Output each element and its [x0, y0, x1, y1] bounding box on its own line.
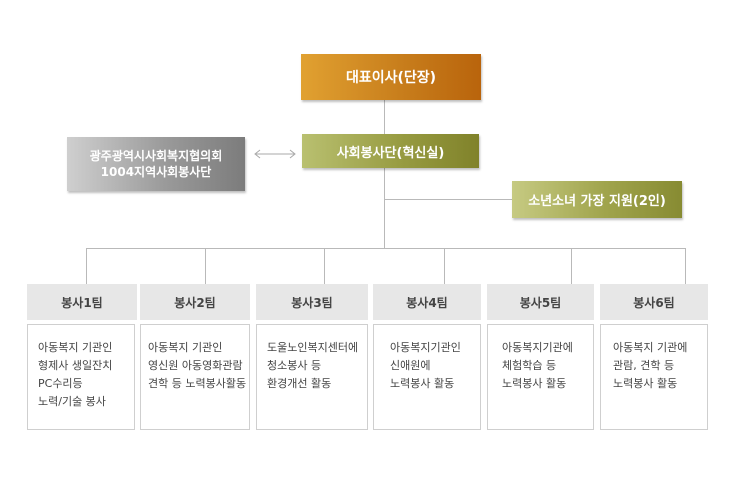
team3-line1: 도울노인복지센터에 — [267, 341, 359, 354]
team2-line3: 견학 등 노력봉사활동 — [148, 377, 247, 390]
team1-line3: PC수리등 — [38, 377, 83, 390]
team1-name: 봉사1팀 — [61, 295, 103, 310]
youth-branch-line — [384, 199, 512, 200]
team1-line4: 노력/기술 봉사 — [38, 395, 106, 408]
team4-description: 아동복지기관인 신애원에 노력봉사 활동 — [373, 324, 481, 430]
team5-description: 아동복지기관에 체험학습 등 노력봉사 활동 — [487, 324, 594, 430]
team6-line2: 관람, 견학 등 — [613, 359, 675, 372]
team6-name: 봉사6팀 — [633, 295, 675, 310]
team3-line3: 환경개선 활동 — [267, 377, 332, 390]
team5-line2: 체험학습 등 — [502, 359, 557, 372]
team1-header: 봉사1팀 — [27, 284, 137, 320]
team6-line3: 노력봉사 활동 — [613, 377, 678, 390]
team3-description: 도울노인복지센터에 청소봉사 등 환경개선 활동 — [256, 324, 368, 430]
team2-name: 봉사2팀 — [174, 295, 216, 310]
team4-line2: 신애원에 — [390, 359, 431, 372]
team5-header: 봉사5팀 — [487, 284, 594, 320]
team6-drop-line — [685, 248, 686, 284]
team2-drop-line — [205, 248, 206, 284]
team5-name: 봉사5팀 — [519, 295, 562, 310]
team4-header: 봉사4팀 — [373, 284, 481, 320]
council-node: 광주광역시사회복지협의회 1004지역사회봉사단 — [67, 137, 245, 191]
team1-description: 아동복지 기관인 형제사 생일잔치 PC수리등 노력/기술 봉사 — [27, 324, 135, 430]
ceo-to-service-line — [384, 100, 385, 134]
team4-name: 봉사4팀 — [406, 295, 448, 310]
team2-header: 봉사2팀 — [140, 284, 250, 320]
team6-header: 봉사6팀 — [600, 284, 708, 320]
council-line1: 광주광역시사회복지협의회 — [89, 149, 223, 163]
teams-bus-line — [86, 248, 686, 249]
team5-line1: 아동복지기관에 — [502, 341, 573, 354]
service-trunk-line — [384, 168, 385, 248]
team6-line1: 아동복지 기관에 — [613, 341, 688, 354]
team5-line3: 노력봉사 활동 — [502, 377, 567, 390]
council-line2: 1004지역사회봉사단 — [100, 165, 212, 179]
team1-line1: 아동복지 기관인 — [38, 341, 113, 354]
service-group-node: 사회봉사단(혁신실) — [302, 134, 479, 168]
team1-drop-line — [86, 248, 87, 284]
youth-support-label: 소년소녀 가장 지원(2인) — [528, 194, 666, 209]
team3-name: 봉사3팀 — [291, 295, 333, 310]
team5-drop-line — [571, 248, 572, 284]
team4-line3: 노력봉사 활동 — [390, 377, 455, 390]
team3-drop-line — [324, 248, 325, 284]
ceo-node: 대표이사(단장) — [301, 54, 481, 100]
team4-drop-line — [444, 248, 445, 284]
ceo-label: 대표이사(단장) — [345, 70, 437, 86]
team3-header: 봉사3팀 — [256, 284, 368, 320]
team1-line2: 형제사 생일잔치 — [38, 359, 113, 372]
service-group-label: 사회봉사단(혁신실) — [336, 145, 445, 161]
team3-line2: 청소봉사 등 — [267, 359, 322, 372]
team2-line1: 아동복지 기관인 — [148, 341, 223, 354]
team6-description: 아동복지 기관에 관람, 견학 등 노력봉사 활동 — [600, 324, 708, 430]
double-arrow-icon — [254, 149, 296, 159]
team4-line1: 아동복지기관인 — [390, 341, 461, 354]
team2-line2: 영신원 아동영화관람 — [148, 359, 243, 372]
youth-support-node: 소년소녀 가장 지원(2인) — [512, 181, 682, 218]
team2-description: 아동복지 기관인 영신원 아동영화관람 견학 등 노력봉사활동 — [140, 324, 250, 430]
